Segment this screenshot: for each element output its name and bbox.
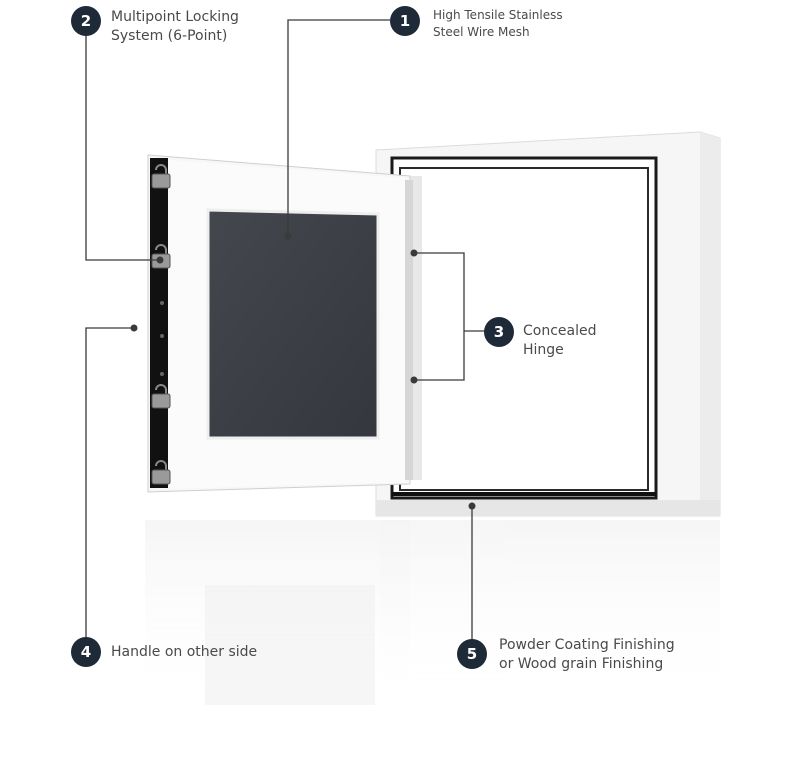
leader-dots xyxy=(130,232,476,510)
callout-label-5: Powder Coating Finishing or Wood grain F… xyxy=(499,637,675,672)
callout-badge-2: 2 xyxy=(71,6,101,36)
padlock-icon xyxy=(151,384,171,409)
padlock-icon xyxy=(151,164,171,189)
padlocks xyxy=(151,164,171,485)
leader-line-2 xyxy=(85,34,160,261)
callout-label-1: High Tensile Stainless Steel Wire Mesh xyxy=(433,8,563,39)
leader-line-1 xyxy=(287,19,390,236)
leader-line-4 xyxy=(85,327,134,638)
leader-lines xyxy=(85,19,486,640)
padlock-icon xyxy=(151,460,171,485)
callout-label-3: Concealed Hinge xyxy=(523,323,597,358)
callout-badge-1: 1 xyxy=(390,6,420,36)
door-sash xyxy=(147,154,413,493)
callout-badge-5: 5 xyxy=(457,639,487,669)
callout-badge-4: 4 xyxy=(71,637,101,667)
floor-reflection xyxy=(145,520,720,720)
callout-label-4: Handle on other side xyxy=(111,644,258,660)
callout-label-2: Multipoint Locking System (6-Point) xyxy=(111,9,239,44)
leader-line-3 xyxy=(414,252,465,381)
fixed-frame xyxy=(375,131,721,517)
callout-badge-3: 3 xyxy=(484,317,514,347)
